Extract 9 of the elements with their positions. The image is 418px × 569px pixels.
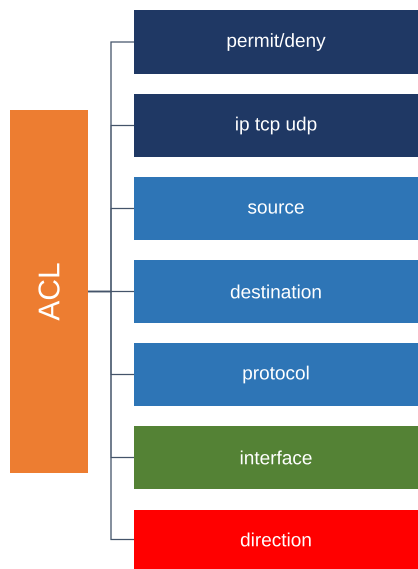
field-box: destination [134, 260, 418, 323]
field-box: permit/deny [134, 10, 418, 74]
field-box: source [134, 177, 418, 240]
field-box: direction [134, 510, 418, 569]
connector-line [88, 290, 134, 540]
field-box: interface [134, 426, 418, 489]
category-box: ACL [10, 110, 88, 473]
field-box: ip tcp udp [134, 94, 418, 157]
field-box: protocol [134, 343, 418, 406]
